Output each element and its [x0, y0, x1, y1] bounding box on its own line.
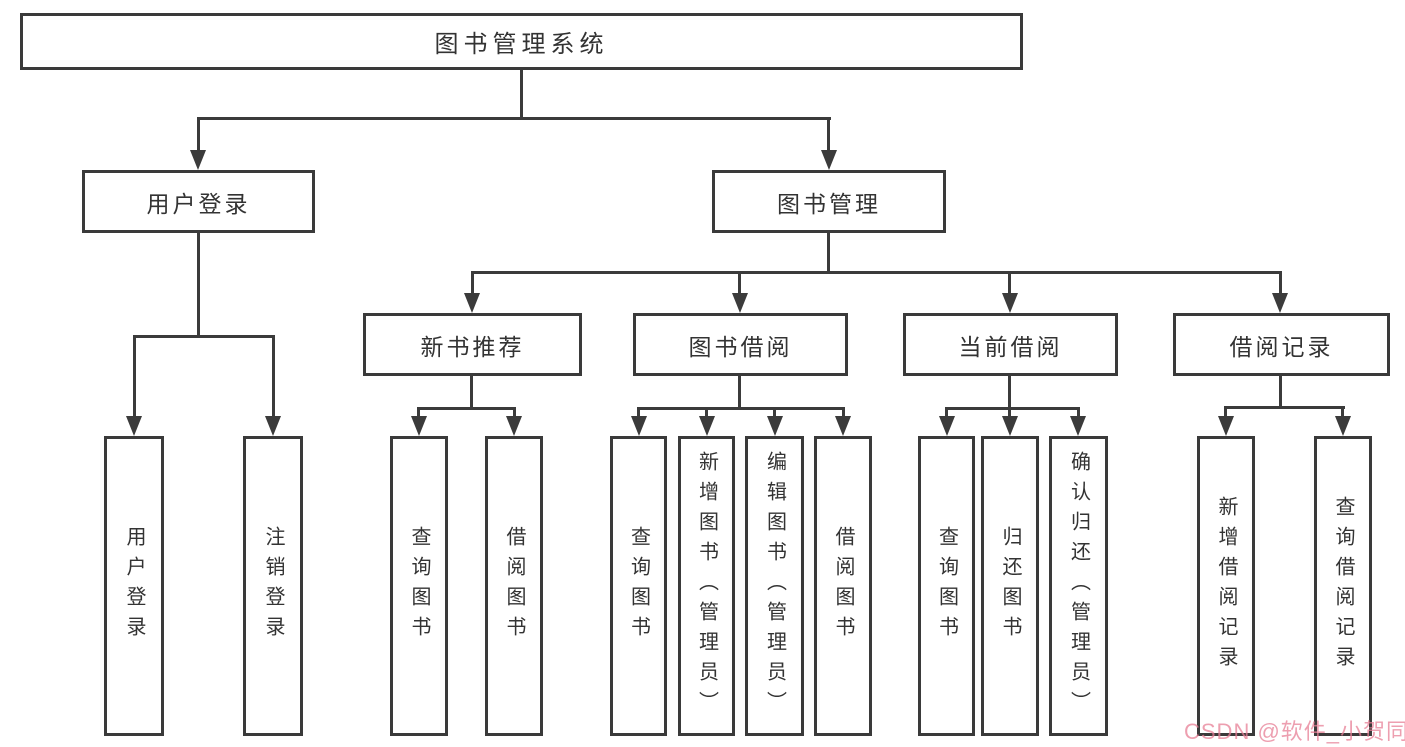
connector-new-book-stem	[470, 373, 473, 410]
connector-drop	[773, 407, 776, 418]
node-book-management: 图书管理	[712, 170, 946, 233]
node-new-book-recommend-label: 新书推荐	[420, 333, 525, 360]
arrow-down-icon	[411, 416, 427, 436]
node-user-login-label: 用户登录	[146, 190, 251, 217]
connector-drop-user-login	[197, 117, 200, 152]
connector-drop-leaf-user-login	[133, 335, 136, 418]
connector-root-rail	[197, 117, 831, 120]
connector-book-management-stem	[827, 230, 830, 274]
connector-drop	[1341, 406, 1344, 418]
node-current-borrow-label: 当前借阅	[958, 333, 1063, 360]
arrow-down-icon	[1002, 416, 1018, 436]
connector-book-borrow-stem	[738, 373, 741, 410]
leaf-return-books-label: 归还图书	[999, 526, 1021, 646]
arrow-down-icon	[939, 416, 955, 436]
arrow-down-icon	[190, 150, 206, 170]
arrow-down-icon	[1218, 416, 1234, 436]
connector-drop	[637, 407, 640, 418]
leaf-user-login-label: 用户登录	[123, 526, 145, 646]
node-user-login: 用户登录	[82, 170, 315, 233]
connector-drop	[705, 407, 708, 418]
leaf-query-borrow-record: 查询借阅记录	[1314, 436, 1372, 736]
leaf-add-books-admin: 新增图书（管理员）	[678, 436, 735, 736]
connector-drop-current-borrow	[1008, 271, 1011, 296]
connector-drop-borrow-record	[1279, 271, 1282, 296]
leaf-edit-books-admin-label: 编辑图书（管理员）	[763, 451, 786, 721]
node-borrow-record: 借阅记录	[1173, 313, 1390, 376]
node-book-management-label: 图书管理	[777, 190, 881, 217]
leaf-confirm-return-admin: 确认归还（管理员）	[1049, 436, 1108, 736]
connector-drop-book-borrow	[738, 271, 741, 296]
node-current-borrow: 当前借阅	[903, 313, 1118, 376]
arrow-down-icon	[732, 293, 748, 313]
connector-current-borrow-stem	[1008, 373, 1011, 410]
connector-user-login-stem	[197, 230, 200, 338]
leaf-return-books: 归还图书	[981, 436, 1039, 736]
leaf-query-books-recommend: 查询图书	[390, 436, 448, 736]
arrow-down-icon	[835, 416, 851, 436]
leaf-logout: 注销登录	[243, 436, 303, 736]
leaf-logout-label: 注销登录	[262, 526, 284, 646]
arrow-down-icon	[464, 293, 480, 313]
leaf-borrow-books: 借阅图书	[814, 436, 872, 736]
connector-drop	[417, 407, 420, 418]
arrow-down-icon	[1335, 416, 1351, 436]
leaf-borrow-books-recommend-label: 借阅图书	[503, 526, 525, 646]
node-new-book-recommend: 新书推荐	[363, 313, 582, 376]
leaf-add-borrow-record: 新增借阅记录	[1197, 436, 1255, 736]
leaf-query-books-current: 查询图书	[918, 436, 975, 736]
leaf-user-login: 用户登录	[104, 436, 164, 736]
connector-book-borrow-rail	[637, 407, 845, 410]
connector-drop-book-management	[827, 117, 830, 152]
connector-borrow-record-stem	[1279, 373, 1282, 409]
connector-drop-leaf-logout	[272, 335, 275, 418]
arrow-down-icon	[821, 150, 837, 170]
leaf-query-books-recommend-label: 查询图书	[408, 526, 430, 646]
arrow-down-icon	[506, 416, 522, 436]
node-borrow-record-label: 借阅记录	[1229, 333, 1334, 360]
arrow-down-icon	[767, 416, 783, 436]
node-book-borrow: 图书借阅	[633, 313, 848, 376]
connector-new-book-rail	[417, 407, 516, 410]
connector-drop-new-book	[471, 271, 474, 296]
connector-drop	[1224, 406, 1227, 418]
arrow-down-icon	[1002, 293, 1018, 313]
leaf-borrow-books-label: 借阅图书	[832, 526, 854, 646]
connector-root-stem	[520, 68, 523, 120]
connector-drop	[945, 407, 948, 418]
leaf-query-books-borrow-label: 查询图书	[627, 526, 650, 646]
connector-user-login-rail	[133, 335, 275, 338]
leaf-edit-books-admin: 编辑图书（管理员）	[745, 436, 804, 736]
arrow-down-icon	[265, 416, 281, 436]
watermark: CSDN @软件_小贺同学	[1184, 719, 1405, 744]
leaf-confirm-return-admin-label: 确认归还（管理员）	[1067, 451, 1090, 721]
arrow-down-icon	[631, 416, 647, 436]
node-library-management-system-label: 图书管理系统	[434, 31, 609, 58]
connector-book-management-rail	[471, 271, 1282, 274]
arrow-down-icon	[1070, 416, 1086, 436]
connector-drop	[1008, 407, 1011, 418]
connector-current-borrow-rail	[945, 407, 1080, 410]
leaf-add-books-admin-label: 新增图书（管理员）	[695, 451, 718, 721]
arrow-down-icon	[1272, 293, 1288, 313]
leaf-query-borrow-record-label: 查询借阅记录	[1332, 496, 1354, 676]
node-book-borrow-label: 图书借阅	[688, 333, 793, 360]
connector-drop	[513, 407, 516, 418]
leaf-borrow-books-recommend: 借阅图书	[485, 436, 543, 736]
leaf-add-borrow-record-label: 新增借阅记录	[1215, 496, 1237, 676]
leaf-query-books-current-label: 查询图书	[935, 526, 958, 646]
arrow-down-icon	[126, 416, 142, 436]
connector-drop	[842, 407, 845, 418]
arrow-down-icon	[699, 416, 715, 436]
connector-borrow-record-rail	[1224, 406, 1345, 409]
connector-drop	[1077, 407, 1080, 418]
node-library-management-system: 图书管理系统	[20, 13, 1023, 70]
leaf-query-books-borrow: 查询图书	[610, 436, 667, 736]
